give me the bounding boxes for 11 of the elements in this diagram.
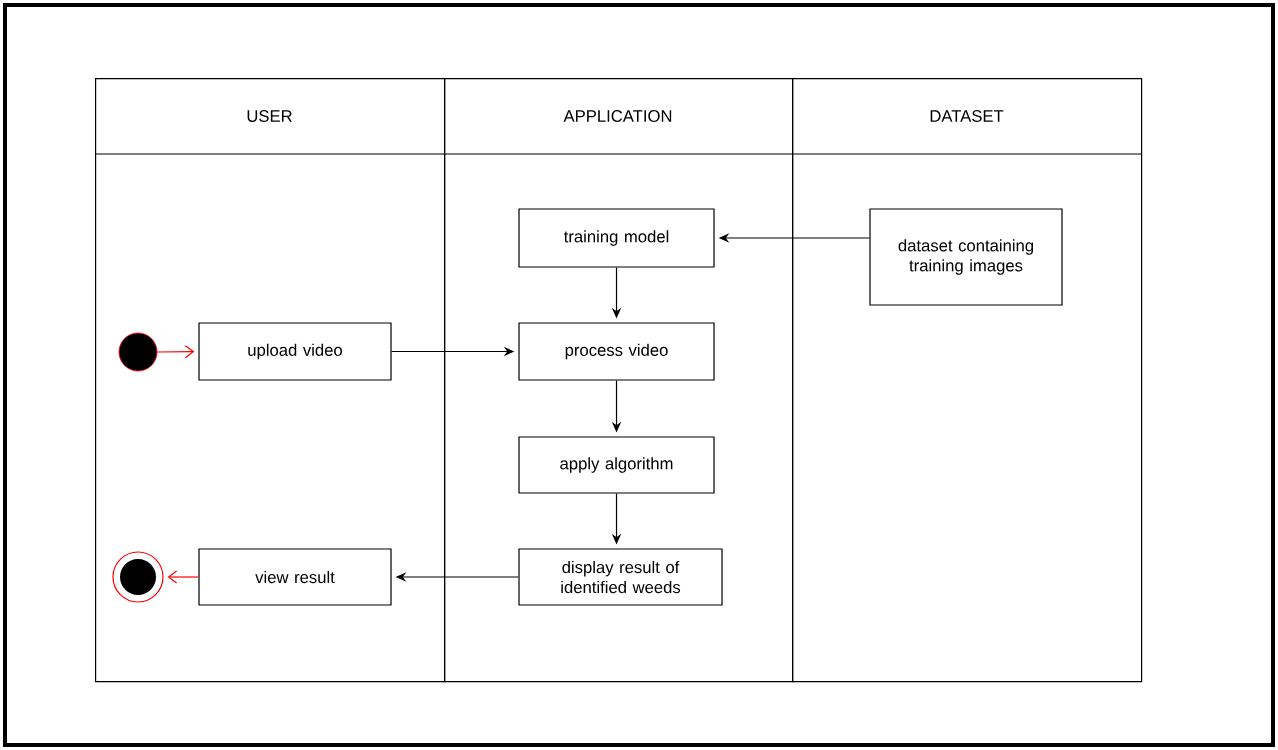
arrow <box>167 570 199 584</box>
activity-box: apply algorithm <box>518 436 715 494</box>
activity-box: process video <box>518 322 715 381</box>
end-node <box>112 551 164 603</box>
start-node <box>118 332 158 372</box>
activity-box: display result of identified weeds <box>518 548 723 606</box>
activity-box: upload video <box>198 322 392 381</box>
activity-box: dataset containing training images <box>869 208 1063 306</box>
activity-box: training model <box>518 208 715 268</box>
activity-box: view result <box>198 548 392 606</box>
arrow <box>156 345 195 359</box>
